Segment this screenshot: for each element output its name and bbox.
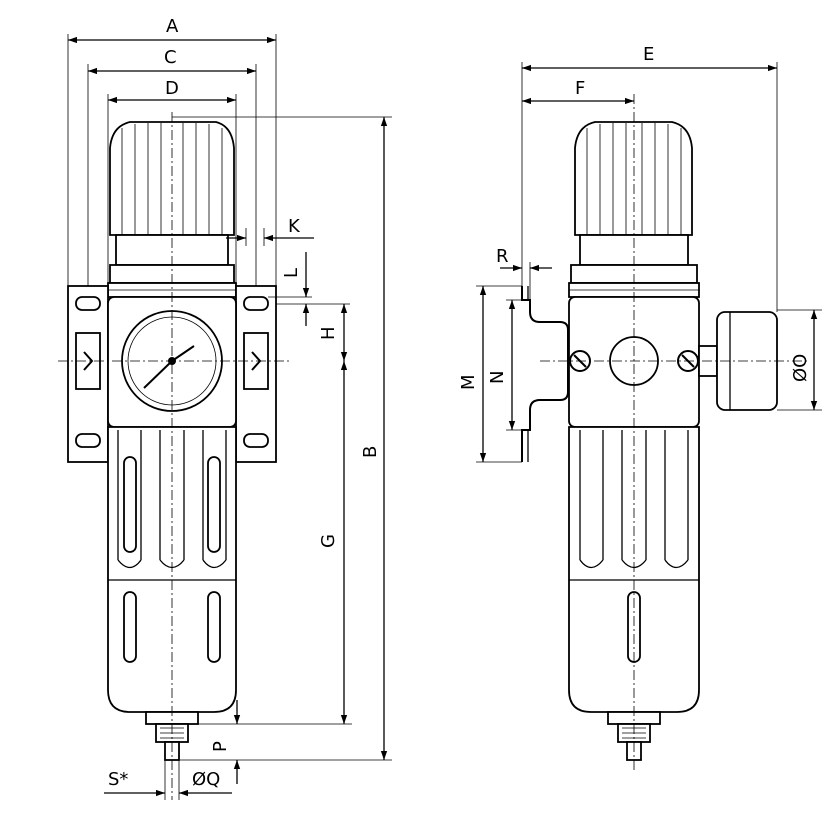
dim-label-r: R	[496, 246, 509, 267]
dim-label-p: P	[210, 741, 231, 752]
front-mounting-plates	[67, 285, 277, 463]
dim-label-o: ØO	[790, 354, 811, 382]
front-view	[58, 112, 290, 800]
dim-label-e: E	[643, 44, 654, 65]
dim-label-a: A	[166, 16, 179, 37]
dim-label-l: L	[281, 268, 302, 278]
side-view	[521, 94, 810, 770]
dim-label-d: D	[165, 78, 179, 99]
dim-label-n: N	[487, 371, 508, 384]
dim-label-s: S*	[108, 769, 128, 790]
dim-label-k: K	[288, 216, 301, 237]
dim-label-q: ØQ	[192, 769, 220, 790]
front-dimensions: A C D B G H L K P	[67, 16, 392, 800]
dim-label-h: H	[318, 326, 339, 340]
dim-label-g: G	[318, 534, 339, 548]
side-mounting-bracket	[521, 286, 569, 462]
side-dimensions: E F R M N ØO	[458, 44, 822, 463]
dim-label-c: C	[164, 47, 177, 68]
dim-label-f: F	[575, 78, 585, 99]
dim-label-b: B	[360, 446, 381, 458]
dim-label-m: M	[458, 374, 479, 390]
